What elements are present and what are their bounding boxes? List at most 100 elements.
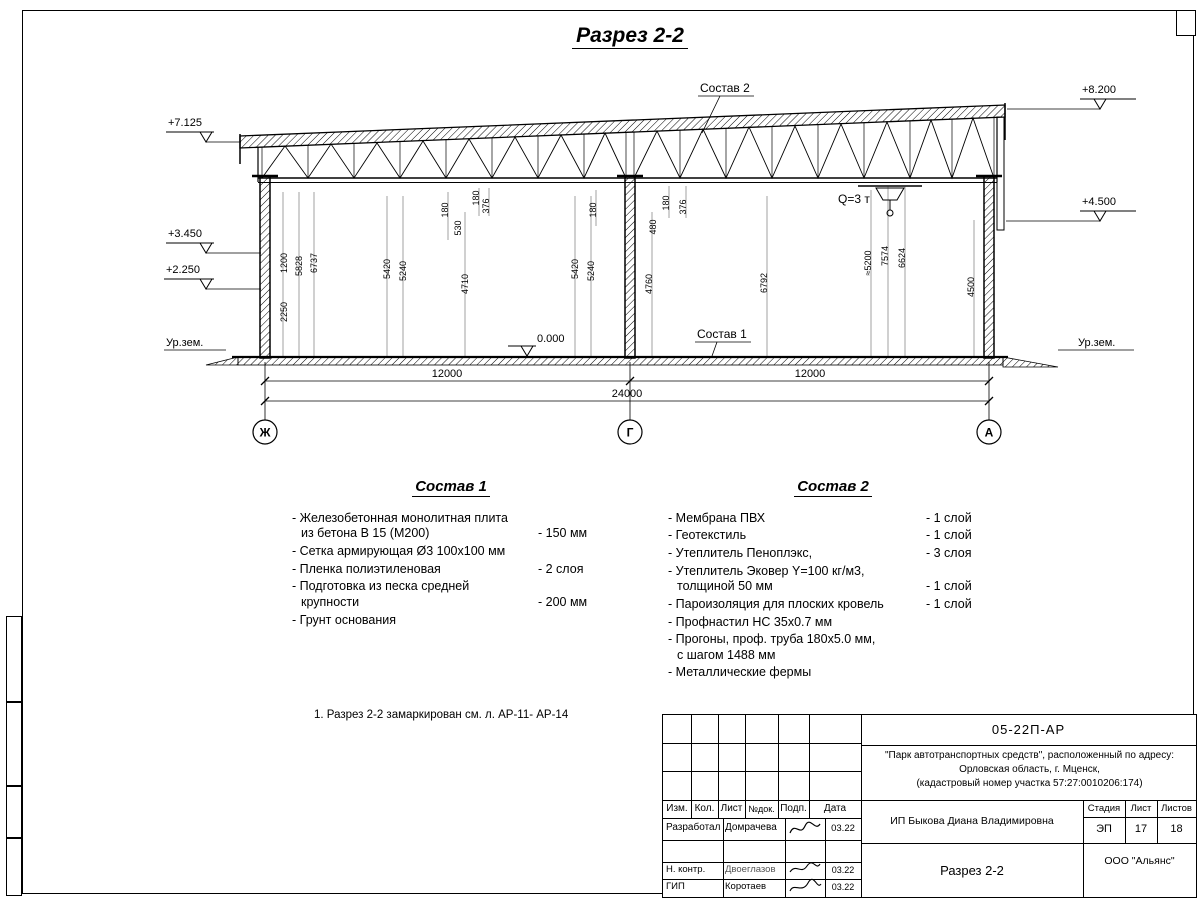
- svg-text:5828: 5828: [294, 256, 304, 276]
- tb-name: Двоеглазов: [725, 864, 776, 875]
- axis-label: А: [985, 426, 994, 440]
- tb-header-data: Дата: [823, 803, 847, 814]
- composition-2: Состав 2 - Мембрана ПВХ - 1 слой - Геоте…: [668, 478, 998, 683]
- vertical-dim-texts: 1200 5828 6737 2250 5420 5240 180 530 18…: [279, 190, 976, 322]
- composition-2-heading: Состав 2: [668, 478, 998, 497]
- composition-item: - Профнастил НС 35х0.7 мм: [668, 614, 833, 629]
- svg-text:2250: 2250: [279, 302, 289, 322]
- bottom-dimensions: [260, 362, 994, 420]
- tb-company: ООО "Альянс": [1104, 855, 1175, 867]
- composition-item: - Металлические фермы: [668, 665, 812, 680]
- svg-text:6792: 6792: [759, 273, 769, 293]
- sostav-refs: [695, 95, 754, 357]
- tb-stage-label: Стадия: [1087, 803, 1121, 814]
- tb-project-line: "Парк автотранспортных средств", располо…: [884, 750, 1174, 761]
- svg-text:5240: 5240: [586, 261, 596, 281]
- elevation-label: +3.450: [168, 228, 202, 240]
- composition-item: - Пароизоляция для плоских кровель - 1 с…: [668, 596, 972, 611]
- elevation-label: +2.250: [166, 264, 200, 276]
- tb-name: Коротаев: [725, 881, 767, 892]
- svg-text:480: 480: [648, 219, 658, 234]
- crane-hoist: [858, 185, 922, 217]
- elevation-label: +4.500: [1082, 196, 1116, 208]
- svg-text:6737: 6737: [309, 253, 319, 273]
- span-dim: 12000: [432, 368, 463, 380]
- floor-slab: [164, 349, 1134, 368]
- tb-project-line: (кадастровый номер участка 57:27:0010206…: [916, 778, 1143, 789]
- span-dim: 12000: [795, 368, 826, 380]
- composition-1: Состав 1 - Железобетонная монолитная пли…: [292, 478, 610, 630]
- svg-text:6624: 6624: [897, 248, 907, 268]
- axis-bubbles: [252, 419, 1002, 445]
- composition-item: - Мембрана ПВХ - 1 слой: [668, 510, 972, 525]
- svg-text:4500: 4500: [966, 277, 976, 297]
- tb-name: Домрачева: [725, 822, 777, 833]
- ground-level-label: Ур.зем.: [1078, 337, 1115, 349]
- svg-text:376: 376: [481, 198, 491, 213]
- roof-deck: [239, 103, 1006, 231]
- signature-razrabotal: [789, 821, 821, 834]
- zero-level-label: 0.000: [537, 333, 565, 345]
- svg-text:5420: 5420: [382, 259, 392, 279]
- page-title: Разрез 2-2: [500, 24, 760, 49]
- svg-text:180: 180: [588, 202, 598, 217]
- signature-gip: [789, 878, 822, 892]
- composition-item: - Геотекстиль - 1 слой: [668, 528, 972, 543]
- ground-level-label: Ур.зем.: [166, 337, 203, 349]
- sheet-frame: [22, 10, 1194, 894]
- tb-header-list: Лист: [720, 803, 743, 814]
- signature-nkontr: [789, 862, 821, 873]
- elevation-label: +7.125: [168, 117, 202, 129]
- svg-text:≈5200: ≈5200: [863, 251, 873, 276]
- tb-role: Н. контр.: [666, 864, 706, 875]
- svg-text:376: 376: [678, 199, 688, 214]
- svg-text:5420: 5420: [570, 259, 580, 279]
- sostav2-ref-label: Состав 2: [700, 81, 750, 95]
- elevation-marks-left: [164, 131, 261, 290]
- tb-doc-number: 05-22П-АР: [991, 722, 1066, 737]
- tb-header-kol: Кол.: [694, 803, 715, 814]
- composition-item: - Пленка полиэтиленовая - 2 слоя: [292, 561, 584, 576]
- tb-sheets-label: Листов: [1161, 803, 1192, 814]
- tb-sheet-title: Разрез 2-2: [940, 863, 1004, 878]
- zero-level-mark: [508, 345, 536, 357]
- left-margin-stamp: [6, 702, 22, 786]
- tb-header-izm: Изм.: [666, 803, 688, 814]
- section-drawing: Q=3 т 1200 5828 6737 2250 5420 5240 180 …: [164, 81, 1136, 445]
- tb-client: ИП Быкова Диана Владимировна: [890, 815, 1054, 827]
- svg-text:5240: 5240: [398, 261, 408, 281]
- tb-header-podp: Подп.: [780, 803, 807, 814]
- composition-item: - Сетка армирующая Ø3 100х100 мм: [292, 544, 506, 558]
- tb-header-ndok: №док.: [748, 804, 775, 814]
- svg-text:180: 180: [471, 190, 481, 205]
- axis-label: Г: [627, 426, 634, 440]
- tb-date: 03.22: [831, 823, 855, 834]
- composition-item: - Прогоны, проф. труба 180х5.0 мм,с шаго…: [668, 632, 876, 662]
- svg-text:530: 530: [453, 220, 463, 235]
- composition-item: - Грунт основания: [292, 612, 397, 627]
- svg-text:1200: 1200: [279, 253, 289, 273]
- left-margin-stamp: [6, 838, 22, 896]
- tb-role: Разработал: [666, 822, 721, 833]
- tb-role: ГИП: [666, 881, 685, 892]
- sostav1-ref-label: Состав 1: [697, 327, 747, 341]
- composition-1-heading: Состав 1: [292, 478, 610, 497]
- svg-text:180: 180: [661, 195, 671, 210]
- tb-sheet-label: Лист: [1130, 803, 1152, 814]
- title-block: Изм. Кол. Лист №док. Подп. Дата Разработ…: [662, 714, 1197, 898]
- sheet-note: 1. Разрез 2-2 замаркирован см. л. АР-11-…: [314, 709, 569, 721]
- composition-item: - Утеплитель Эковер Y=100 кг/м3,толщиной…: [668, 563, 972, 594]
- tb-stage-value: ЭП: [1096, 823, 1112, 835]
- total-dim: 24000: [612, 388, 643, 400]
- left-margin-stamp: [6, 616, 22, 702]
- crane-capacity-label: Q=3 т: [838, 192, 870, 206]
- axis-label: Ж: [259, 426, 271, 440]
- corner-cell: [1176, 10, 1196, 36]
- tb-sheet-value: 17: [1134, 823, 1148, 835]
- composition-item: - Утеплитель Пеноплэкс, - 3 слоя: [668, 546, 972, 560]
- svg-text:4760: 4760: [644, 274, 654, 294]
- elevation-label: +8.200: [1082, 84, 1116, 96]
- svg-text:180: 180: [440, 202, 450, 217]
